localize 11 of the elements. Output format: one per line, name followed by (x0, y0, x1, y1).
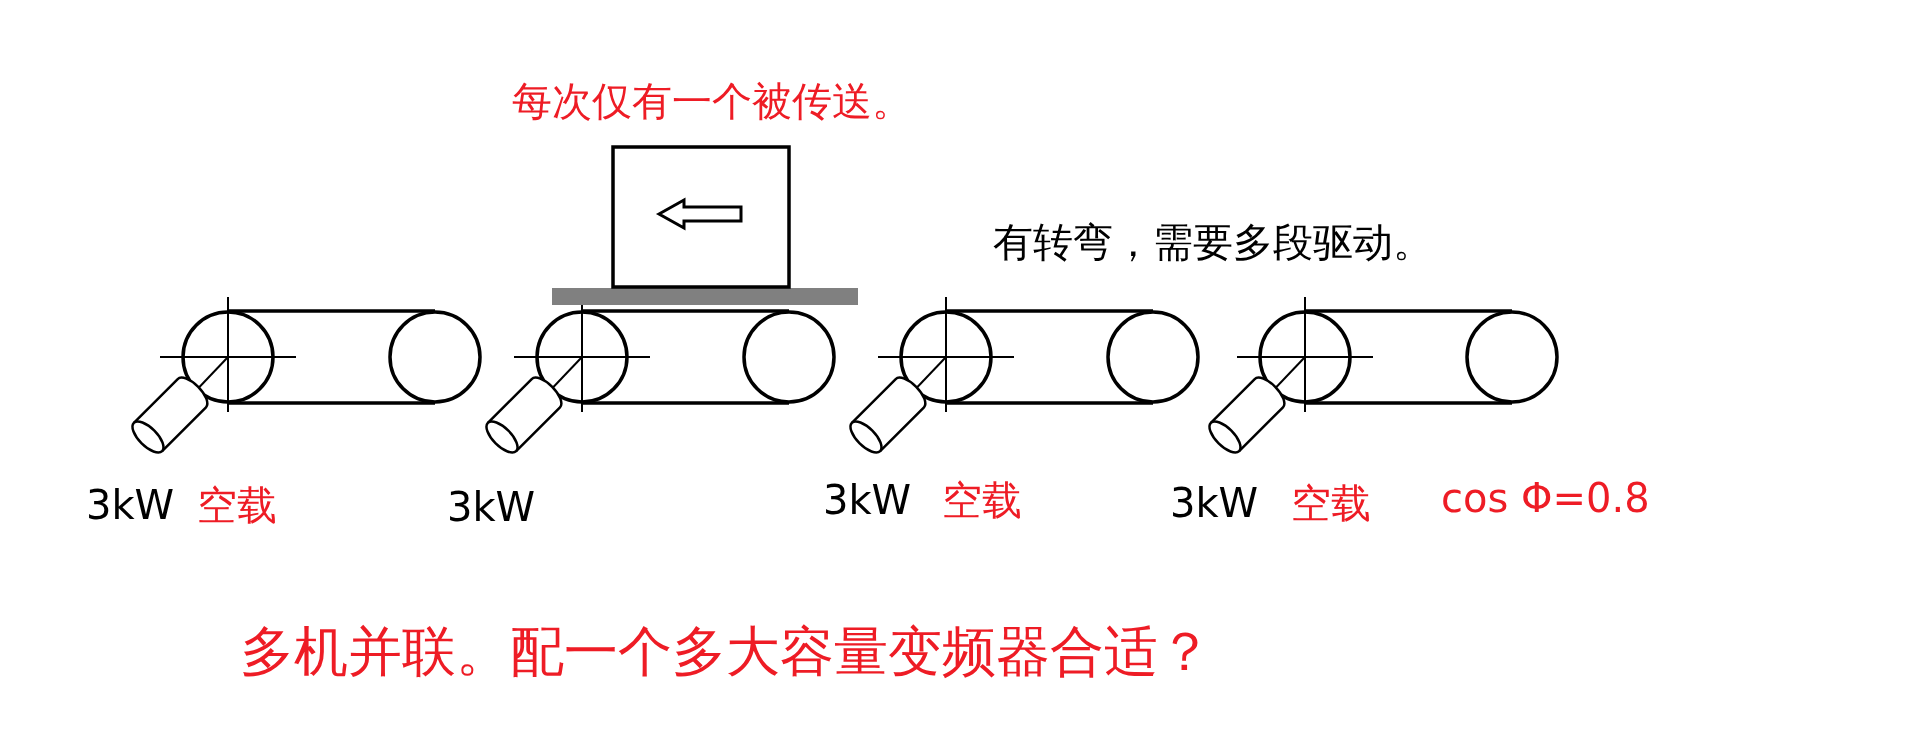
question-text: 多机并联。配一个多大容量变频器合适？ (240, 620, 1212, 684)
annotation-text: 有转弯，需要多段驱动。 (993, 219, 1433, 265)
status-label: 空载 (942, 477, 1022, 523)
power-label: 3kW (823, 477, 912, 523)
power-label: 3kW (86, 482, 175, 528)
power-label: 3kW (447, 484, 536, 530)
status-label: 空载 (1291, 480, 1371, 526)
status-label: 空载 (197, 482, 277, 528)
annotation-text: 每次仅有一个被传送。 (512, 78, 912, 124)
power-label: 3kW (1170, 480, 1259, 526)
power-factor-label: cos Φ=0.8 (1441, 475, 1650, 521)
